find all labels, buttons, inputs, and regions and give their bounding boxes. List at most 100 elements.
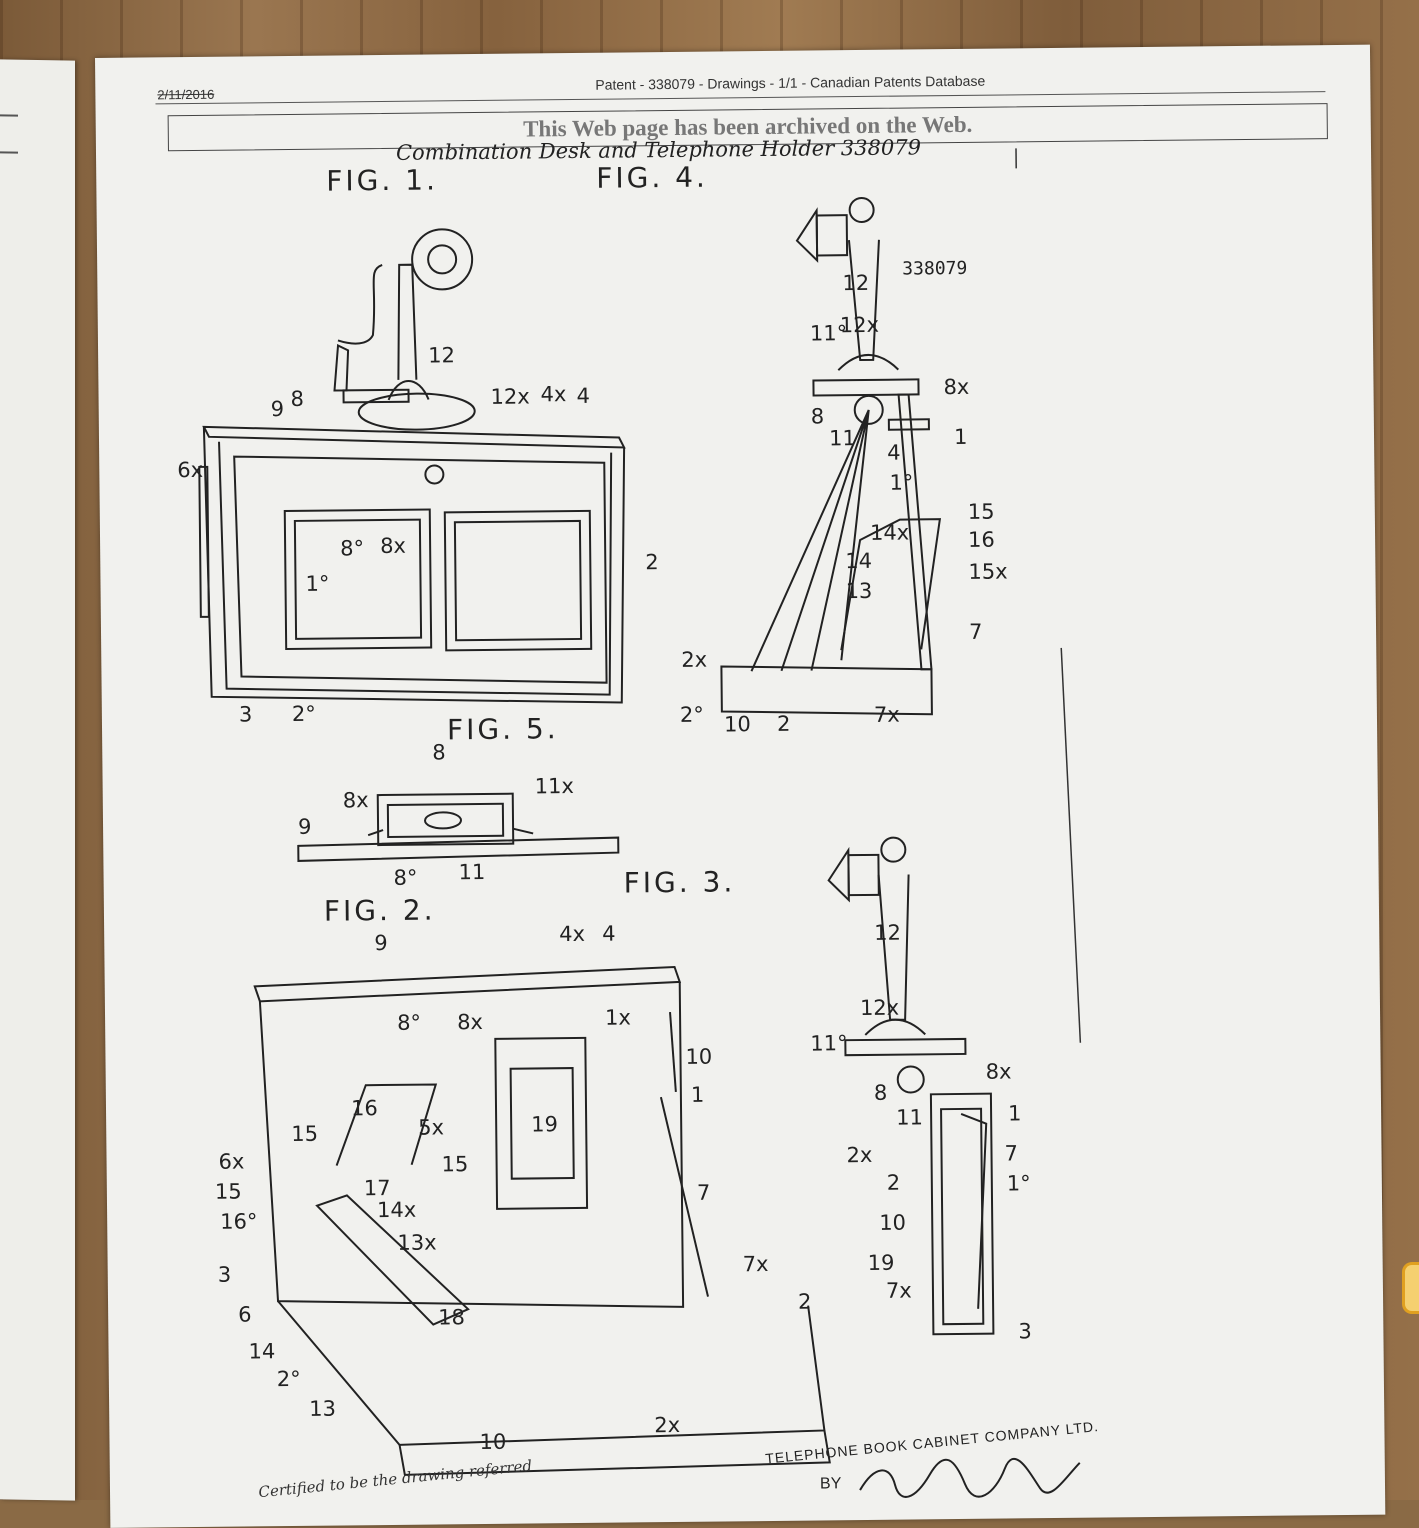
fig2-label: 13x: [397, 1230, 436, 1254]
fig1-label: 3: [239, 702, 253, 726]
fig1-label: 12x: [490, 384, 529, 408]
fig2-label: 17: [364, 1176, 391, 1200]
fig4-label: 7x: [874, 703, 900, 727]
fig4-label: 12x: [840, 313, 879, 337]
patent-number-stamp: 338079: [902, 258, 967, 280]
fig2-label: 18: [438, 1305, 465, 1329]
binder-clip: [1402, 1262, 1419, 1314]
fig4-label: 11: [829, 426, 856, 450]
fig1-label: 8x: [380, 534, 406, 558]
fig4-label: 13: [845, 579, 872, 603]
fig2-label: 3: [218, 1263, 232, 1287]
fig2-label: 1: [691, 1083, 705, 1107]
fig3-label: 10: [879, 1211, 906, 1235]
fig2-label: 1x: [605, 1005, 631, 1029]
fig5-label: 8: [432, 740, 446, 764]
fig1-label: 8: [290, 387, 304, 411]
figure-5-title: FIG. 5.: [447, 712, 559, 746]
fig2-label: 16: [351, 1096, 378, 1120]
fig3-label: 2x: [846, 1143, 872, 1167]
fig2-label: 6: [238, 1302, 252, 1326]
fig5-label: 9: [298, 815, 312, 839]
fig4-label: 14: [845, 549, 872, 573]
fig3-label: 2: [887, 1171, 901, 1195]
fig2-label: 8°: [397, 1011, 421, 1035]
fig4-label: 7: [969, 620, 983, 644]
adjacent-paper-sheet: [0, 59, 75, 1500]
figure-2-drawing: [255, 965, 830, 1476]
fig1-label: 1°: [305, 572, 329, 596]
fig2-label: 7x: [743, 1252, 769, 1276]
figure-1-title: FIG. 1.: [326, 163, 438, 197]
fig2-label: 16°: [220, 1209, 257, 1233]
fig3-label: 8x: [986, 1059, 1012, 1083]
fig2-label: 15: [291, 1122, 318, 1146]
fig4-label: 4: [887, 441, 901, 465]
fig2-label: 6x: [218, 1149, 244, 1173]
fig2-label: 8x: [457, 1010, 483, 1034]
margin-line: [1061, 648, 1080, 1043]
figure-1-drawing: [197, 227, 627, 706]
fig3-label: 11: [896, 1105, 923, 1129]
figure-2-title: FIG. 2.: [324, 893, 436, 927]
fig1-label: 4: [576, 384, 590, 408]
fig3-label: 12x: [860, 996, 899, 1020]
fig4-label: 14x: [870, 521, 909, 545]
fig1-label: 4x: [540, 382, 566, 406]
fig2-label: 15: [215, 1180, 242, 1204]
fig4-label: 8x: [943, 375, 969, 399]
sheet-rule-line: [0, 151, 18, 153]
fig1-label: 12: [428, 343, 455, 367]
fig2-label: 14x: [377, 1198, 416, 1222]
fig4-label: 15x: [968, 559, 1007, 583]
fig4-label: 2: [777, 712, 791, 736]
fig4-label: 16: [968, 528, 995, 552]
fig1-label: 8°: [340, 536, 364, 560]
fig5-label: 11: [458, 860, 485, 884]
fig2-label: 9: [374, 931, 388, 955]
fig1-label: 2: [645, 550, 659, 574]
fig4-label: 2°: [680, 703, 704, 727]
handwritten-signature: [855, 1453, 1086, 1505]
fig2-label: 10: [479, 1430, 506, 1454]
fig5-label: 11x: [535, 774, 574, 798]
fig4-label: 1°: [889, 470, 913, 494]
fig3-label: 7: [1004, 1141, 1018, 1165]
fig2-label: 15: [441, 1152, 468, 1176]
fig4-label: 2x: [681, 648, 707, 672]
fig2-label: 13: [309, 1397, 336, 1421]
figure-3-drawing: [828, 837, 993, 1336]
fig3-label: 3: [1018, 1319, 1032, 1343]
fig3-label: 11°: [810, 1031, 847, 1055]
fig1-label: 6x: [177, 458, 203, 482]
fig2-label: 2: [798, 1290, 812, 1314]
fig2-label: 10: [685, 1045, 712, 1069]
fig3-label: 8: [874, 1081, 888, 1105]
fig2-label: 2°: [277, 1367, 301, 1391]
fig4-label: 10: [724, 712, 751, 736]
fig2-label: 14: [248, 1339, 275, 1363]
fig1-label: 9: [271, 397, 285, 421]
patent-drawings: FIG. 1. FIG. 4. FIG. 5. FIG. 2. FIG. 3. …: [95, 45, 1385, 1528]
fig4-label: 1: [954, 425, 968, 449]
fig2-label: 4x: [559, 922, 585, 946]
fig4-label: 15: [968, 500, 995, 524]
signature-by-label: BY: [820, 1475, 842, 1493]
fig2-label: 5x: [418, 1115, 444, 1139]
fig5-label: 8x: [343, 788, 369, 812]
fig5-label: 8°: [393, 866, 417, 890]
fig3-label: 12: [874, 921, 901, 945]
fig3-label: 7x: [886, 1279, 912, 1303]
fig2-label: 7: [697, 1181, 711, 1205]
sheet-rule-line: [0, 114, 18, 116]
fig3-label: 1°: [1007, 1171, 1031, 1195]
figure-3-title: FIG. 3.: [623, 865, 735, 899]
patent-drawing-page: 2/11/2016 Patent - 338079 - Drawings - 1…: [95, 45, 1385, 1528]
fig4-label: 12: [842, 271, 869, 295]
fig4-label: 8: [811, 404, 825, 428]
fig3-label: 19: [868, 1251, 895, 1275]
fig2-label: 19: [531, 1112, 558, 1136]
fig2-label: 2x: [654, 1413, 680, 1437]
fig2-label: 4: [602, 922, 616, 946]
fig3-label: 1: [1008, 1101, 1022, 1125]
